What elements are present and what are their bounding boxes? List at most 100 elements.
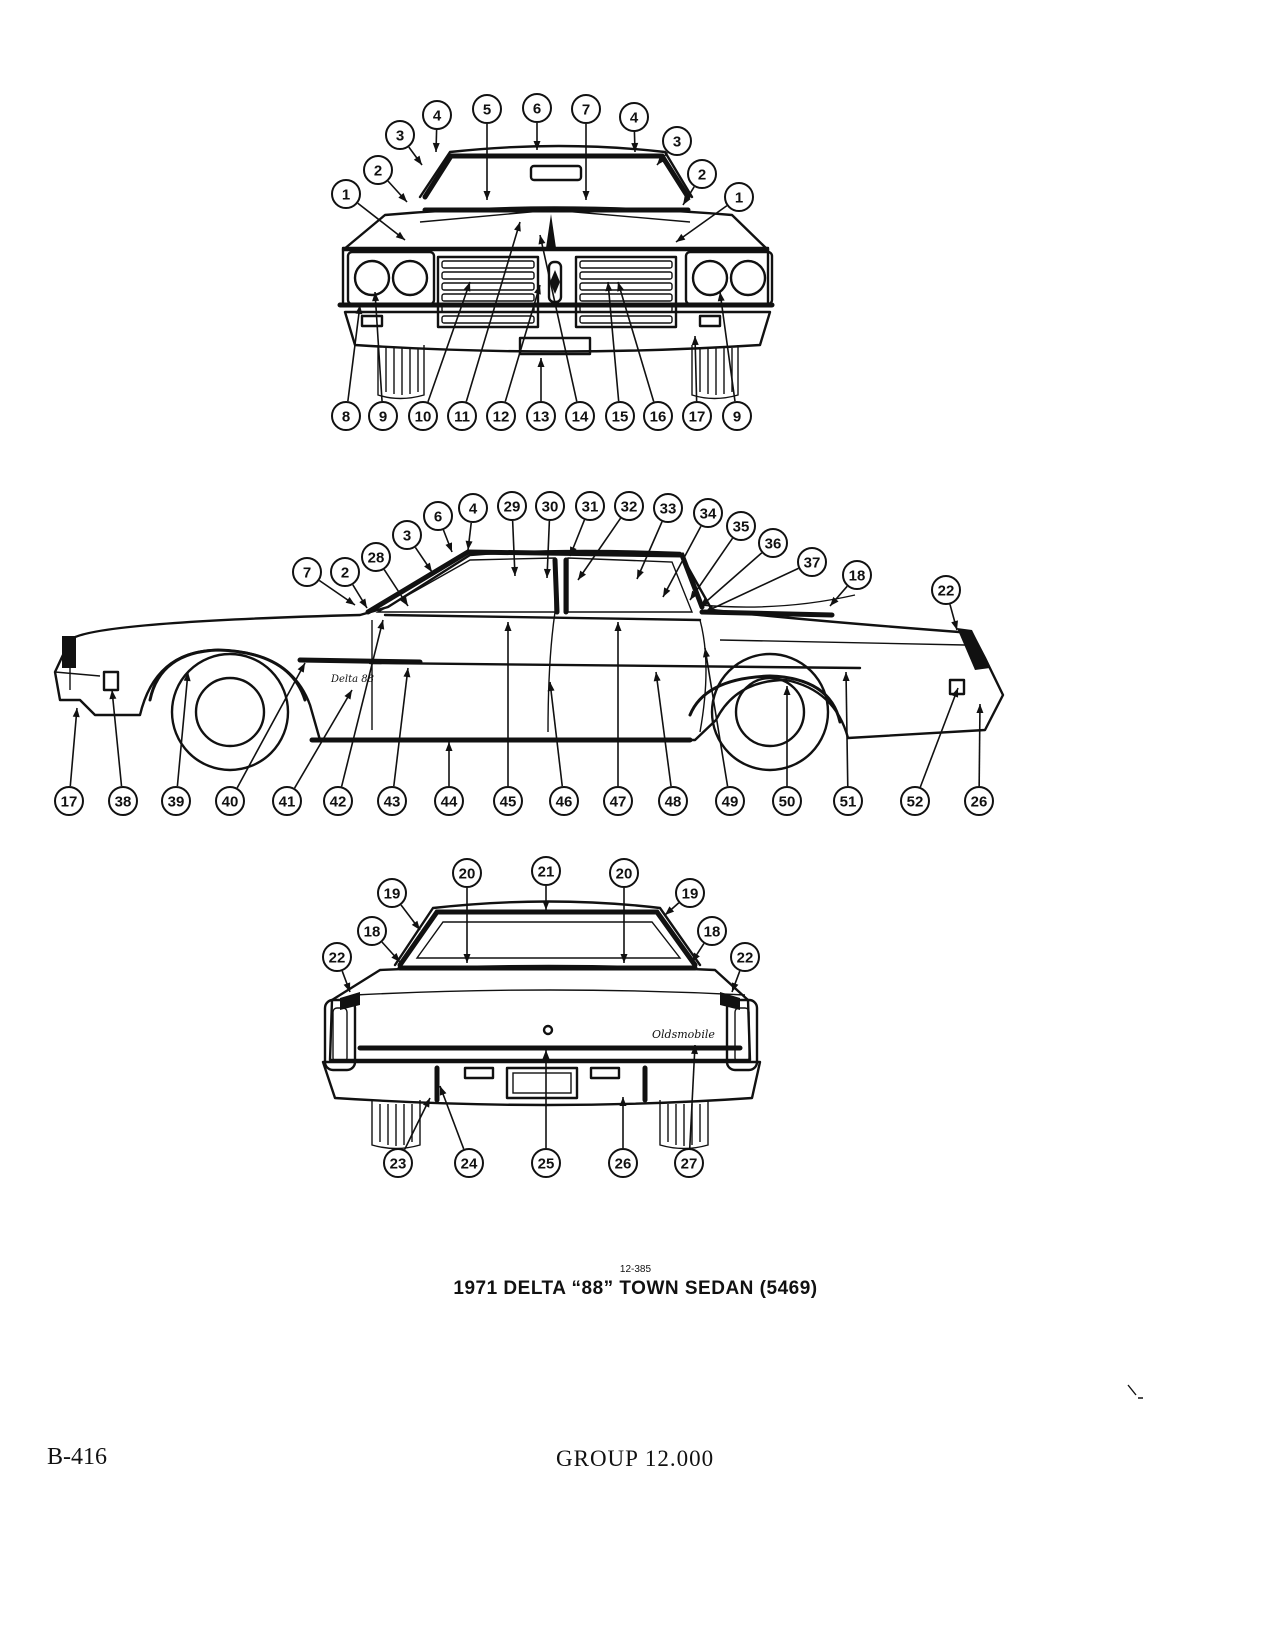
leader-arrowhead bbox=[542, 901, 550, 910]
callout-rear-25: 25 bbox=[531, 1148, 561, 1178]
callout-front-6: 6 bbox=[522, 93, 552, 123]
callout-side-29: 29 bbox=[497, 491, 527, 521]
leader-arrowhead bbox=[690, 590, 698, 600]
callout-front-4: 4 bbox=[619, 102, 649, 132]
leader-line bbox=[546, 520, 551, 579]
callout-number: 18 bbox=[704, 924, 721, 941]
callout-number: 3 bbox=[403, 528, 411, 545]
leader-arrowhead bbox=[653, 672, 661, 682]
leader-arrowhead bbox=[631, 142, 639, 152]
leader-line bbox=[293, 689, 353, 789]
leader-line bbox=[607, 281, 620, 402]
callout-side-6: 6 bbox=[423, 501, 453, 531]
callout-number: 3 bbox=[673, 134, 681, 151]
callout-number: 46 bbox=[556, 794, 573, 811]
leader-arrowhead bbox=[297, 663, 305, 673]
leader-arrowhead bbox=[183, 672, 191, 682]
leader-arrowhead bbox=[424, 562, 432, 572]
callout-side-38: 38 bbox=[108, 786, 138, 816]
leader-arrowhead bbox=[578, 570, 586, 580]
page-number: B-416 bbox=[47, 1444, 107, 1470]
callout-number: 32 bbox=[621, 499, 638, 516]
callout-front-1: 1 bbox=[331, 179, 361, 209]
callout-number: 2 bbox=[698, 167, 706, 184]
callout-side-40: 40 bbox=[215, 786, 245, 816]
callout-number: 44 bbox=[441, 794, 458, 811]
leader-arrowhead bbox=[533, 141, 541, 150]
callout-number: 10 bbox=[415, 409, 432, 426]
leader-arrowhead bbox=[439, 1086, 447, 1096]
callout-number: 41 bbox=[279, 794, 296, 811]
leader-arrowhead bbox=[422, 1098, 430, 1108]
callout-front-15: 15 bbox=[605, 401, 635, 431]
callout-side-46: 46 bbox=[549, 786, 579, 816]
leader-arrowhead bbox=[400, 596, 408, 606]
callout-side-22: 22 bbox=[931, 575, 961, 605]
callout-number: 6 bbox=[533, 101, 541, 118]
callout-number: 11 bbox=[454, 409, 470, 426]
callout-front-3: 3 bbox=[662, 126, 692, 156]
callout-number: 7 bbox=[303, 565, 311, 582]
callout-number: 8 bbox=[342, 409, 350, 426]
callout-rear-18: 18 bbox=[357, 916, 387, 946]
callout-number: 9 bbox=[379, 409, 387, 426]
callout-front-9: 9 bbox=[722, 401, 752, 431]
leader-arrowhead bbox=[700, 598, 710, 607]
callout-side-43: 43 bbox=[377, 786, 407, 816]
callout-number: 19 bbox=[682, 886, 699, 903]
callout-number: 2 bbox=[341, 565, 349, 582]
callout-number: 1 bbox=[342, 187, 350, 204]
leader-line bbox=[347, 304, 361, 402]
callout-number: 37 bbox=[804, 555, 821, 572]
callout-rear-18: 18 bbox=[697, 916, 727, 946]
leader-arrowhead bbox=[534, 285, 541, 295]
leader-line bbox=[688, 1044, 696, 1149]
leader-arrowhead bbox=[683, 195, 691, 205]
leader-arrowhead bbox=[702, 648, 710, 658]
leader-arrowhead bbox=[605, 282, 613, 292]
leader-lines bbox=[69, 123, 984, 1150]
leader-arrowhead bbox=[377, 620, 385, 630]
callout-side-2: 2 bbox=[330, 557, 360, 587]
callout-number: 6 bbox=[434, 509, 442, 526]
leader-arrowhead bbox=[542, 1050, 550, 1059]
leader-arrowhead bbox=[691, 1045, 699, 1055]
callout-number: 27 bbox=[681, 1156, 698, 1173]
callout-number: 45 bbox=[500, 794, 517, 811]
leader-arrowhead bbox=[345, 597, 355, 605]
callout-side-3: 3 bbox=[392, 520, 422, 550]
callout-number: 26 bbox=[615, 1156, 632, 1173]
leader-line bbox=[403, 1097, 431, 1150]
callout-number: 15 bbox=[612, 409, 629, 426]
leader-arrowhead bbox=[617, 282, 624, 292]
leader-line bbox=[439, 1085, 465, 1150]
callout-number: 13 bbox=[533, 409, 550, 426]
callout-side-42: 42 bbox=[323, 786, 353, 816]
callout-number: 4 bbox=[469, 501, 478, 518]
callout-side-26: 26 bbox=[964, 786, 994, 816]
callout-number: 34 bbox=[700, 506, 717, 523]
leader-line bbox=[357, 202, 406, 241]
callout-front-10: 10 bbox=[408, 401, 438, 431]
callout-side-33: 33 bbox=[653, 493, 683, 523]
leader-line bbox=[236, 662, 306, 789]
callout-rear-24: 24 bbox=[454, 1148, 484, 1178]
leader-line bbox=[69, 707, 78, 787]
leader-arrowhead bbox=[465, 540, 473, 550]
leader-arrowhead bbox=[619, 1097, 627, 1106]
leader-arrowhead bbox=[72, 708, 80, 718]
callout-front-9: 9 bbox=[368, 401, 398, 431]
callout-number: 31 bbox=[582, 499, 599, 516]
leader-arrowhead bbox=[783, 686, 791, 695]
leader-arrowhead bbox=[445, 742, 453, 751]
leader-arrowhead bbox=[395, 231, 405, 240]
leader-arrowhead bbox=[483, 191, 491, 200]
callout-number: 28 bbox=[368, 550, 385, 567]
leader-line bbox=[978, 703, 981, 787]
callout-rear-27: 27 bbox=[674, 1148, 704, 1178]
callout-number: 33 bbox=[660, 501, 677, 518]
callout-number: 26 bbox=[971, 794, 988, 811]
scan-speck bbox=[1127, 1384, 1143, 1399]
callout-number: 29 bbox=[504, 499, 521, 516]
